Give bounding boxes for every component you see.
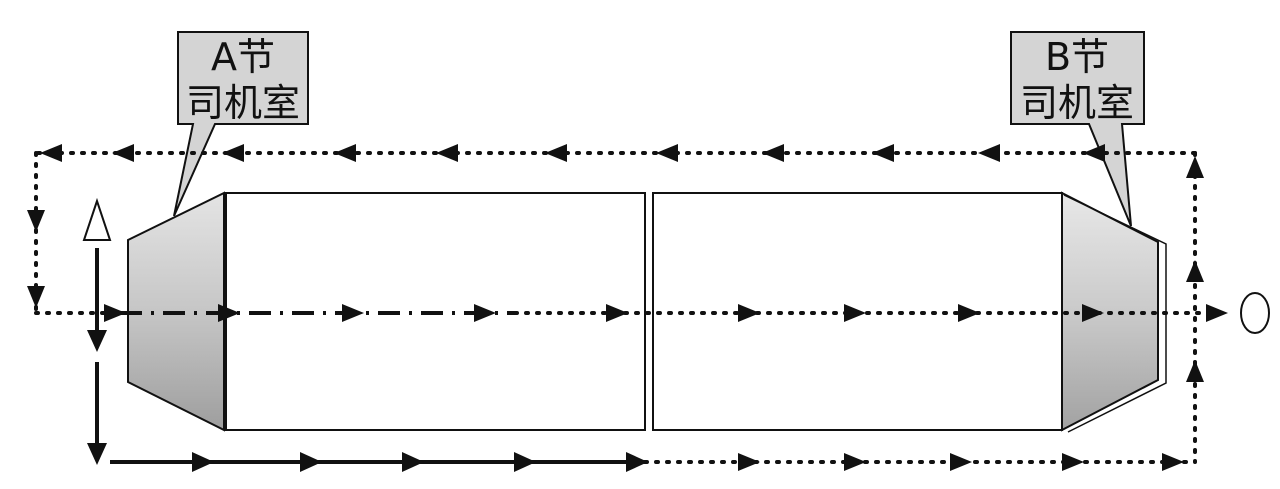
arrowhead xyxy=(872,144,894,162)
callout-a-bubble xyxy=(173,31,309,217)
callout-b-line2: 司机室 xyxy=(1020,81,1134,125)
arrowhead xyxy=(192,452,214,472)
callout-a-line1: A节 xyxy=(211,35,275,79)
triangle-icon xyxy=(82,197,112,241)
arrowheads xyxy=(27,144,1228,472)
arrowhead xyxy=(626,452,648,472)
arrowhead xyxy=(474,304,496,322)
arrowhead xyxy=(978,144,1000,162)
arrowhead xyxy=(606,304,628,322)
arrowhead xyxy=(844,453,866,471)
ellipse-icon xyxy=(1240,292,1270,334)
arrowhead xyxy=(656,144,678,162)
callout-b-bubble xyxy=(1010,31,1145,227)
callout-a-cab: A节 司机室 xyxy=(173,31,309,217)
arrowhead xyxy=(1206,304,1228,322)
arrowhead xyxy=(112,144,134,162)
arrowhead xyxy=(334,144,356,162)
arrowhead xyxy=(1062,453,1084,471)
arrowhead xyxy=(1186,360,1204,382)
arrowhead xyxy=(1186,156,1204,178)
arrowhead xyxy=(545,144,567,162)
arrowhead xyxy=(300,452,322,472)
arrowhead xyxy=(342,304,364,322)
arrowhead xyxy=(40,144,62,162)
arrowhead xyxy=(104,304,126,322)
callout-b-cab: B节 司机室 xyxy=(1010,31,1145,227)
arrowhead xyxy=(27,210,45,232)
arrowhead xyxy=(514,452,536,472)
callout-b-line1: B节 xyxy=(1045,35,1109,79)
arrowhead xyxy=(87,443,107,465)
arrowhead xyxy=(738,304,760,322)
arrowhead xyxy=(958,304,980,322)
arrowhead xyxy=(950,453,972,471)
arrowhead xyxy=(738,453,760,471)
arrowhead xyxy=(1186,260,1204,282)
arrowhead xyxy=(218,304,240,322)
arrowhead xyxy=(1083,144,1105,162)
callout-a-line2: 司机室 xyxy=(186,81,300,125)
arrowhead xyxy=(222,144,244,162)
arrowhead xyxy=(436,144,458,162)
arrowhead xyxy=(1082,304,1104,322)
arrowhead xyxy=(87,330,107,352)
arrowhead xyxy=(844,304,866,322)
arrowhead xyxy=(1162,453,1184,471)
arrowhead xyxy=(27,286,45,308)
arrowhead xyxy=(402,452,424,472)
arrowhead xyxy=(762,144,784,162)
